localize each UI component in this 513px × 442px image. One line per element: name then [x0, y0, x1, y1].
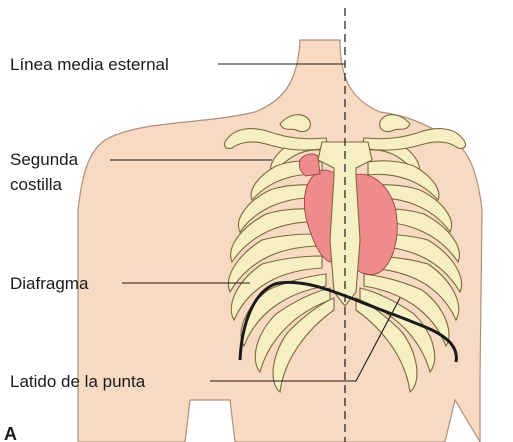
label-diaphragm: Diafragma: [10, 274, 89, 293]
label-second-rib-2: costilla: [10, 175, 63, 194]
panel-label: A: [4, 424, 17, 442]
label-second-rib-1: Segunda: [10, 150, 79, 169]
label-midline: Línea media esternal: [10, 55, 169, 74]
label-apex-beat: Latido de la punta: [10, 372, 146, 391]
